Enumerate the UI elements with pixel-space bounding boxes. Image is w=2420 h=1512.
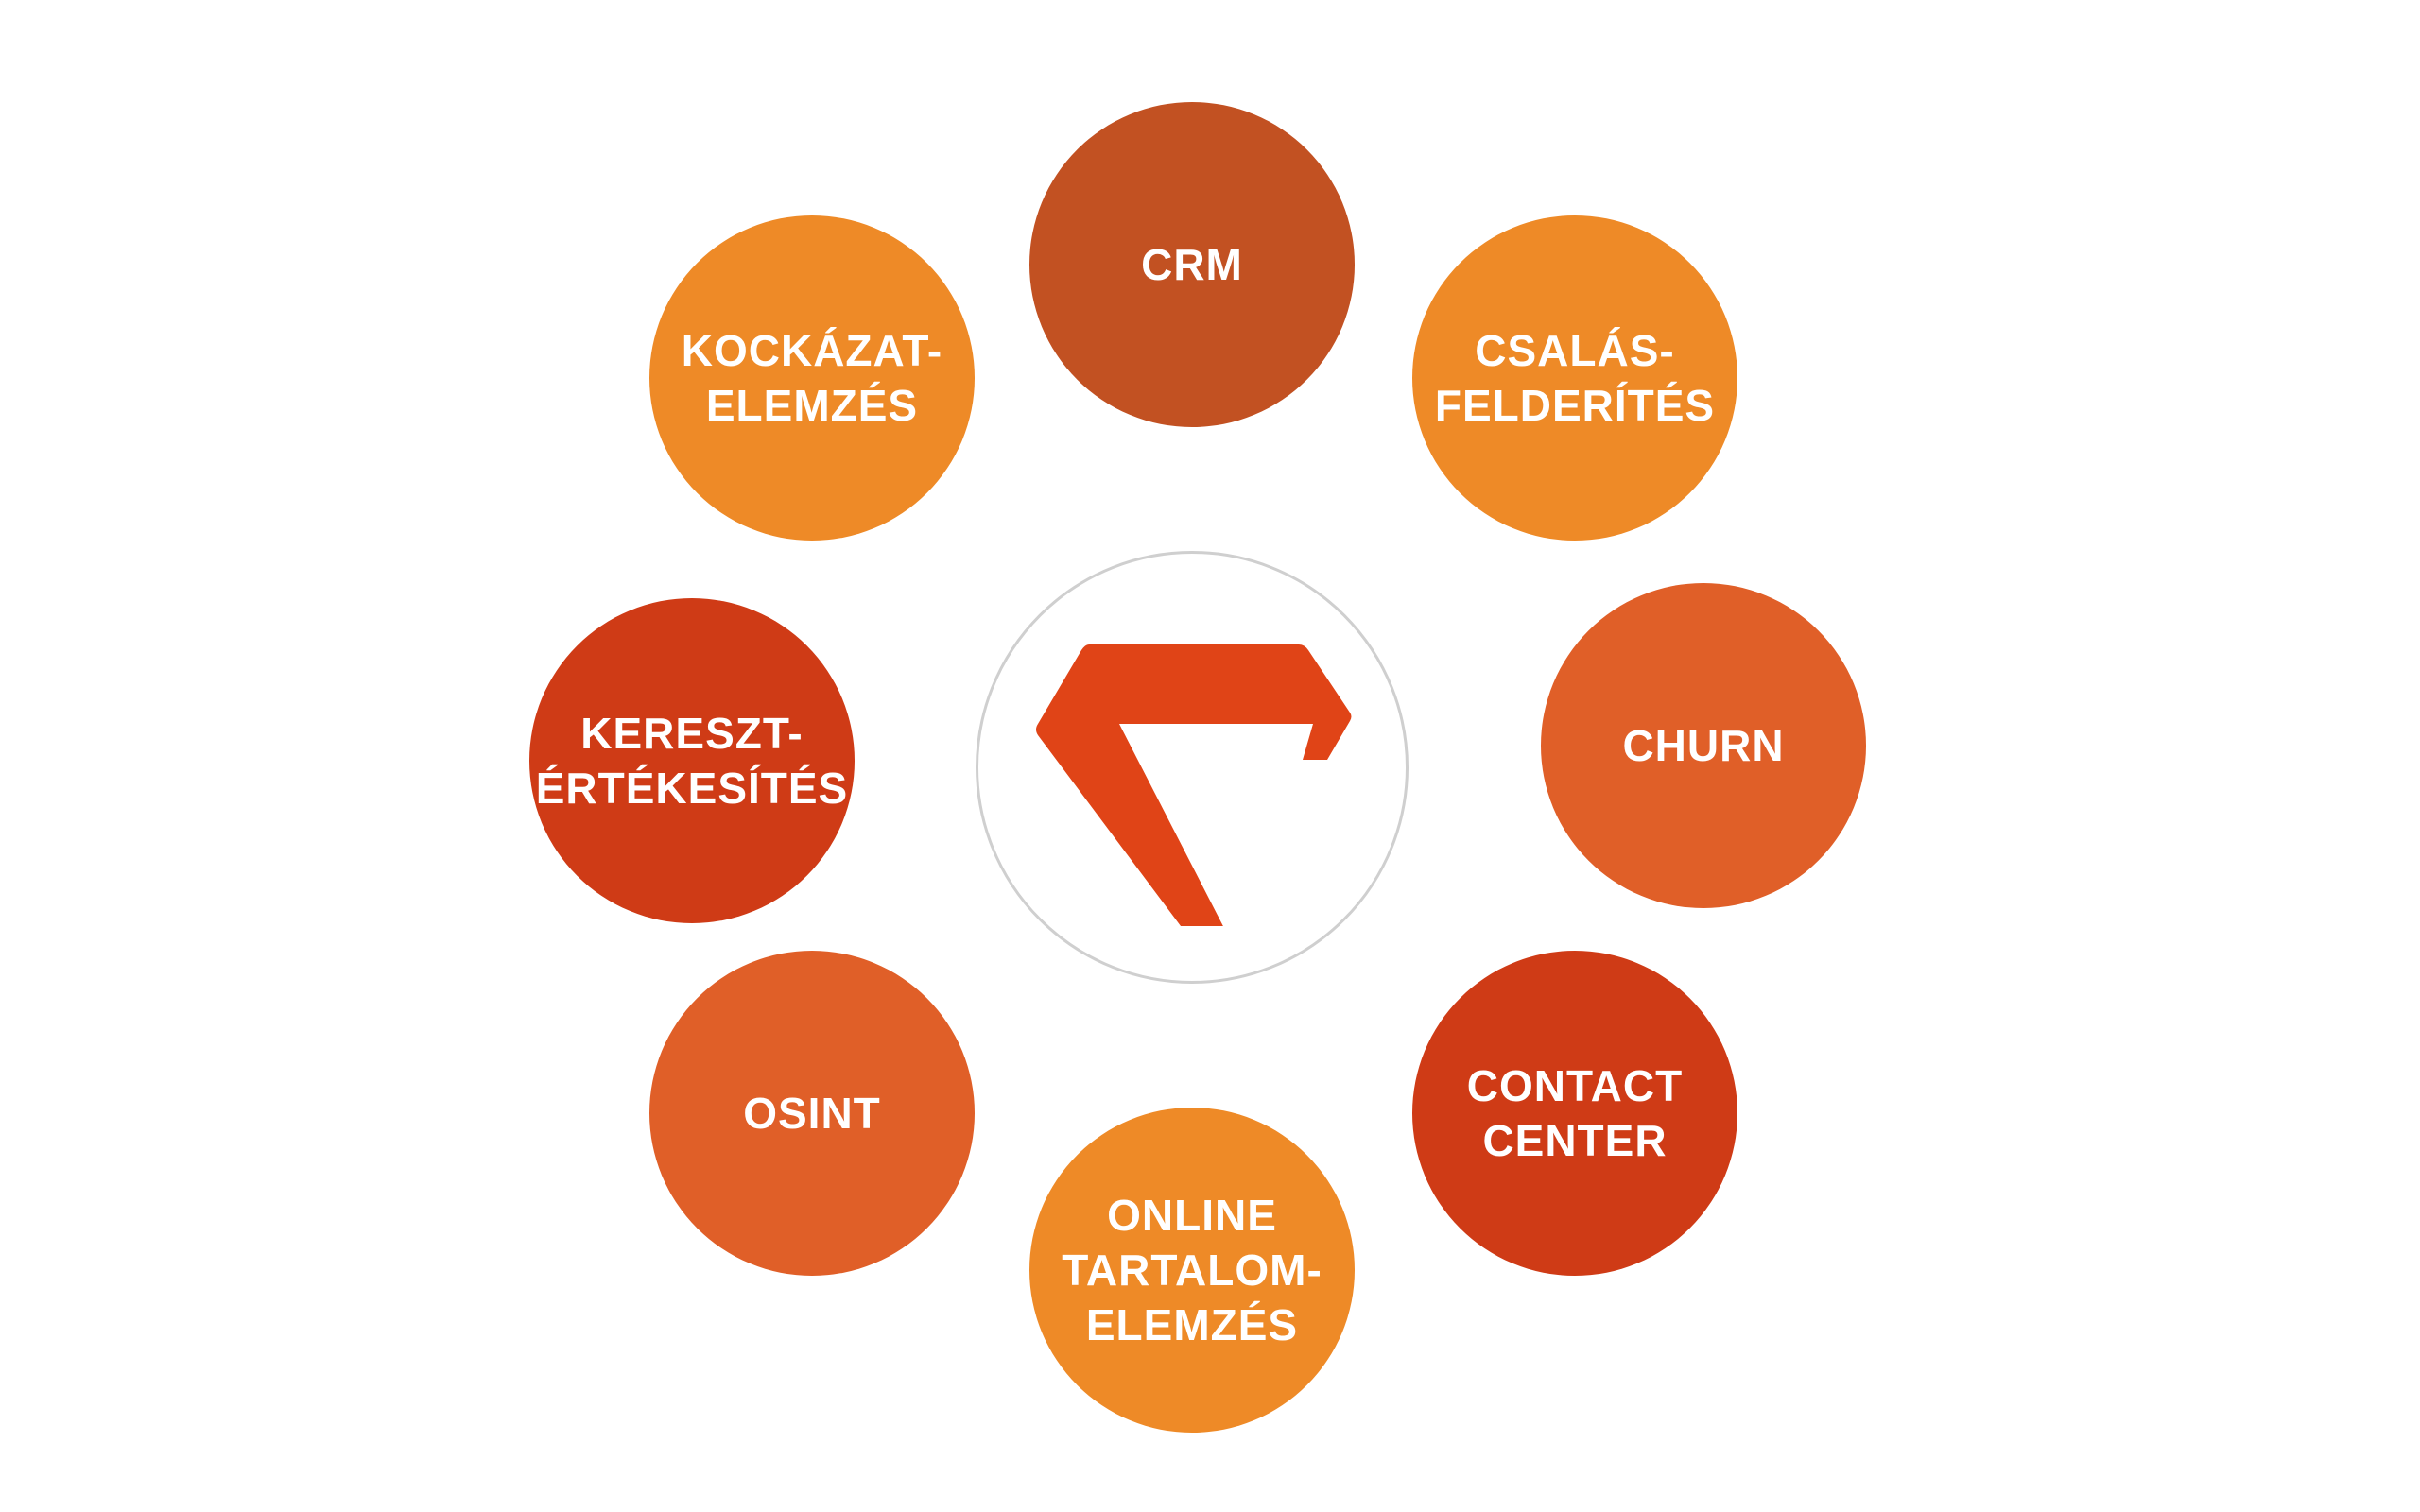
orange-chevron-logo-icon <box>1036 644 1352 926</box>
node-risk-analysis-label-line-1: KOCKÁZAT- <box>681 326 943 375</box>
node-contact-center-label-line-2: CENTER <box>1482 1116 1668 1165</box>
node-churn-label-line-1: CHURN <box>1622 721 1785 770</box>
node-fraud-detection: CSALÁS- FELDERÍTÉS <box>1412 215 1737 541</box>
node-churn: CHURN <box>1541 583 1866 908</box>
node-online-content-analysis-label-line-1: ONLINE <box>1107 1191 1277 1240</box>
node-online-content-analysis-label-line-2: TARTALOM- <box>1062 1246 1322 1295</box>
node-contact-center: CONTACT CENTER <box>1412 951 1737 1276</box>
node-cross-selling-label-line-2: ÉRTÉKESÍTÉS <box>535 764 849 813</box>
logo-shape <box>1036 644 1352 926</box>
node-contact-center-label-line-1: CONTACT <box>1466 1061 1684 1110</box>
node-crm-label-line-1: CRM <box>1141 240 1243 289</box>
node-cross-selling: KERESZT- ÉRTÉKESÍTÉS <box>529 598 855 923</box>
node-cross-selling-label-line-1: KERESZT- <box>580 709 804 758</box>
node-osint-label-line-1: OSINT <box>743 1089 881 1138</box>
node-online-content-analysis: ONLINE TARTALOM- ELEMZÉS <box>1029 1108 1355 1433</box>
node-crm: CRM <box>1029 102 1355 427</box>
node-risk-analysis: KOCKÁZAT- ELEMZÉS <box>649 215 975 541</box>
node-fraud-detection-label-line-1: CSALÁS- <box>1475 326 1675 375</box>
node-fraud-detection-label-line-2: FELDERÍTÉS <box>1434 381 1716 430</box>
node-osint: OSINT <box>649 951 975 1276</box>
node-online-content-analysis-label-line-3: ELEMZÉS <box>1085 1300 1299 1349</box>
node-risk-analysis-label-line-2: ELEMZÉS <box>705 381 919 430</box>
